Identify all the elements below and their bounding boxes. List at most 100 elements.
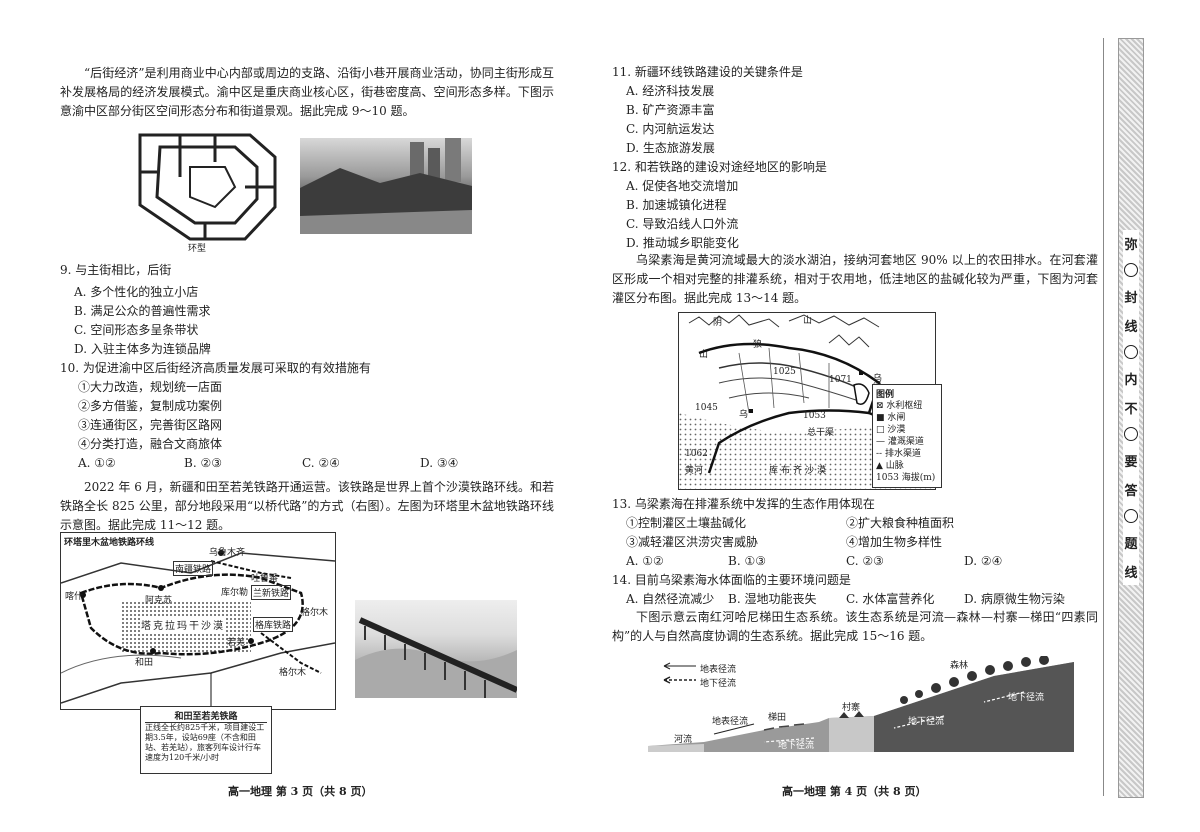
q13-option-a: A. ①② bbox=[626, 554, 664, 568]
q13-option-d: D. ②④ bbox=[964, 554, 1003, 568]
binding-guide-line bbox=[1103, 38, 1104, 796]
desert-icon: □ bbox=[876, 425, 888, 435]
label-korla: 库尔勒 bbox=[221, 588, 249, 598]
label-golmud-1: 格尔木 bbox=[301, 608, 329, 618]
sluice-icon: ■ bbox=[876, 413, 888, 423]
label-hotan: 和田 bbox=[135, 658, 154, 668]
diagram-label-forest: 森林 bbox=[950, 661, 969, 671]
legend-hydro-hub-label: 水利枢纽 bbox=[886, 401, 923, 411]
q10-item-4: ④分类打造，融合文商旅体 bbox=[78, 437, 223, 451]
legend-irrigation-label: 灌溉渠道 bbox=[887, 437, 924, 447]
diagram-label-underground-2: 地下径流 bbox=[908, 717, 945, 727]
q14-option-c: C. 水体富营养化 bbox=[846, 592, 935, 606]
q12-option-b: B. 加速城镇化进程 bbox=[626, 198, 727, 212]
legend-mountain-label: 山脉 bbox=[885, 461, 904, 471]
question-14: 14. 目前乌梁素海水体面临的主要环境问题是 bbox=[612, 573, 851, 587]
q12-option-d: D. 推动城乡职能变化 bbox=[626, 236, 739, 250]
question-10: 10. 为促进渝中区后街经济高质量发展可采取的有效措施有 bbox=[60, 361, 371, 375]
question-12: 12. 和若铁路的建设对途经地区的影响是 bbox=[612, 160, 827, 174]
label-yellow-river: 黄河 bbox=[685, 466, 704, 476]
elev-1071: 1071 bbox=[829, 375, 852, 385]
q9-option-d: D. 入驻主体多为连锁品牌 bbox=[74, 342, 211, 356]
q11-option-a: A. 经济科技发展 bbox=[626, 84, 715, 98]
diagram-label-underground-3: 地下径流 bbox=[778, 741, 815, 751]
q10-option-a: A. ①② bbox=[78, 456, 116, 470]
q10-item-1: ①大力改造，规划统一店面 bbox=[78, 380, 223, 394]
legend-hydro-hub: ⊠ 水利枢纽 bbox=[876, 400, 938, 412]
mountain-icon: ▲ bbox=[876, 461, 886, 471]
railway-info-title: 和田至若羌铁路 bbox=[145, 709, 267, 723]
q11-option-b: B. 矿产资源丰富 bbox=[626, 103, 715, 117]
question-11: 11. 新疆环线铁路建设的关键条件是 bbox=[612, 65, 803, 79]
label-yinshan-2: 山 bbox=[803, 316, 813, 326]
legend-drainage: -- 排水渠道 bbox=[876, 448, 938, 460]
binding-char-9: 线 bbox=[1124, 566, 1138, 581]
q10-option-d: D. ③④ bbox=[420, 456, 459, 470]
q10-option-c: C. ②④ bbox=[302, 456, 340, 470]
q10-item-2: ②多方借鉴，复制成功案例 bbox=[78, 399, 223, 413]
q14-option-b: B. 湿地功能丧失 bbox=[728, 592, 817, 606]
elev-1053: 1053 bbox=[803, 411, 826, 421]
q12-option-c: C. 导致沿线人口外流 bbox=[626, 217, 739, 231]
label-langshan-1: 狼 bbox=[753, 340, 763, 350]
diagram-label-river: 河流 bbox=[674, 735, 693, 745]
binding-circle-icon bbox=[1124, 263, 1138, 277]
legend-sluice: ■ 水闸 bbox=[876, 412, 938, 424]
legend-sluice-label: 水闸 bbox=[887, 413, 906, 423]
q9-option-a: A. 多个性化的独立小店 bbox=[74, 285, 199, 299]
label-kashgar: 喀什 bbox=[65, 592, 84, 602]
footer-page-3: 高一地理 第 3 页（共 8 页） bbox=[228, 785, 373, 798]
street-layout-map bbox=[138, 133, 277, 241]
q14-option-a: A. 自然径流减少 bbox=[626, 592, 715, 606]
q13-item-2: ②扩大粮食种植面积 bbox=[846, 516, 955, 530]
legend-title: 图例 bbox=[876, 390, 895, 400]
binding-char-3: 线 bbox=[1124, 320, 1138, 335]
elev-1062: 1062 bbox=[685, 449, 708, 459]
q10-item-3: ③连通街区，完善街区路网 bbox=[78, 418, 223, 432]
binding-char-2: 封 bbox=[1124, 291, 1138, 306]
question-13: 13. 乌梁素海在排灌系统中发挥的生态作用体现在 bbox=[612, 497, 875, 511]
legend-irrigation: — 灌溉渠道 bbox=[876, 436, 938, 448]
q11-option-c: C. 内河航运发达 bbox=[626, 122, 715, 136]
label-golmud-2: 格尔木 bbox=[279, 668, 307, 678]
label-turpan: 吐鲁番 bbox=[251, 574, 279, 584]
legend-elevation: 1053 海拔(m) bbox=[876, 473, 936, 483]
drainage-canal-icon: -- bbox=[876, 449, 885, 459]
diagram-legend-underground: 地下径流 bbox=[700, 679, 737, 689]
page-4: 11. 新疆环线铁路建设的关键条件是 A. 经济科技发展 B. 矿产资源丰富 C… bbox=[600, 0, 1120, 832]
hani-terrace-diagram bbox=[648, 656, 1074, 752]
footer-page-4: 高一地理 第 4 页（共 8 页） bbox=[782, 785, 927, 798]
page-3: “后街经济”是利用商业中心内部或周边的支路、沿街小巷开展商业活动，协同主街形成互… bbox=[60, 66, 554, 798]
legend-drainage-label: 排水渠道 bbox=[884, 449, 921, 459]
diagram-label-village: 村寨 bbox=[842, 703, 861, 713]
binding-char-7: 答 bbox=[1124, 484, 1138, 499]
intro-15-16: 下图示意云南红河哈尼梯田生态系统。该生态系统是河流—森林—村寨—梯田“四素同构”… bbox=[612, 610, 1098, 643]
label-urumqi: 乌鲁木齐 bbox=[209, 548, 246, 558]
label-main-canal: 总干渠 bbox=[807, 428, 835, 438]
label-taklamakan: 塔克拉玛干沙漠 bbox=[141, 617, 225, 632]
q13-item-1: ①控制灌区土壤盐碱化 bbox=[626, 516, 747, 530]
street-scene-photo bbox=[300, 138, 472, 234]
intro-9-10: “后街经济”是利用商业中心内部或周边的支路、沿街小巷开展商业活动，协同主街形成互… bbox=[60, 66, 554, 118]
binding-notice: 弥 封 线 内 不 要 答 题 线 bbox=[1123, 230, 1139, 585]
label-south-xinjiang-rail: 南疆铁路 bbox=[173, 561, 214, 576]
binding-char-1: 弥 bbox=[1124, 238, 1138, 253]
q11-option-d: D. 生态旅游发展 bbox=[626, 141, 715, 155]
railway-info-box: 和田至若羌铁路 正线全长约825千米，项目建设工期3.5年，设站69座（不含和田… bbox=[140, 706, 272, 774]
diagram-legend-surface: 地表径流 bbox=[700, 665, 737, 675]
legend-desert-label: 沙漠 bbox=[887, 425, 906, 435]
label-yinshan-1: 阴 bbox=[713, 318, 723, 328]
binding-circle-icon bbox=[1124, 345, 1138, 359]
question-9: 9. 与主街相比，后街 bbox=[60, 263, 172, 277]
map-caption: 环型 bbox=[188, 244, 207, 254]
binding-char-8: 题 bbox=[1124, 537, 1138, 552]
q9-option-c: C. 空间形态多呈条带状 bbox=[74, 323, 199, 337]
q13-option-b: B. ①③ bbox=[728, 554, 766, 568]
q13-item-4: ④增加生物多样性 bbox=[846, 535, 943, 549]
label-wu: 乌 bbox=[739, 410, 749, 420]
irrigation-canal-icon: — bbox=[876, 437, 888, 447]
elev-1025: 1025 bbox=[773, 367, 796, 377]
legend-desert: □ 沙漠 bbox=[876, 424, 938, 436]
label-kubuqi-desert: 库布齐沙漠 bbox=[769, 466, 830, 476]
q13-option-c: C. ②③ bbox=[846, 554, 884, 568]
